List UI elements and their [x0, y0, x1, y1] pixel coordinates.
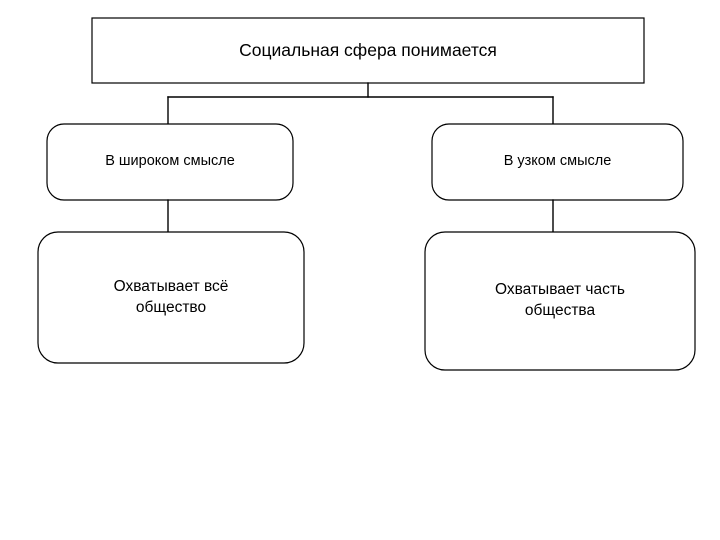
- node-shape-broad[interactable]: [46, 123, 294, 201]
- node-shape-narrow[interactable]: [431, 123, 684, 201]
- node-shape-root[interactable]: [91, 17, 645, 84]
- node-shape-broad-desc[interactable]: [37, 231, 305, 364]
- node-shape-narrow-desc[interactable]: [424, 231, 696, 371]
